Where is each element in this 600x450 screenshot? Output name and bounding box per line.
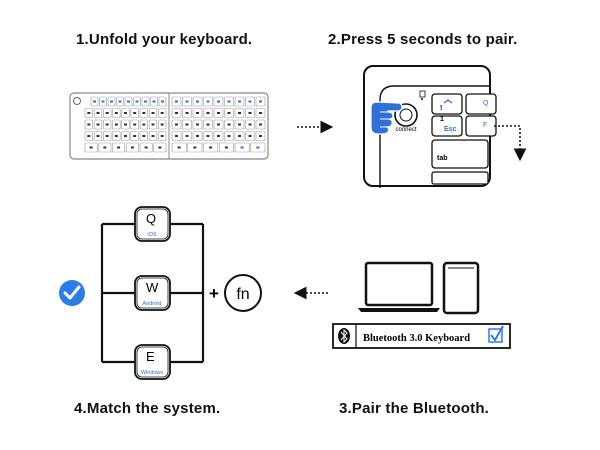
fn-key[interactable]: fn xyxy=(224,274,262,312)
system-os-label: Android xyxy=(143,301,162,307)
plus-sign: + xyxy=(209,284,219,303)
system-bracket xyxy=(100,222,205,364)
fn-key-label: fn xyxy=(236,286,249,303)
tablet-icon xyxy=(442,261,480,315)
step-3-title: 3.Pair the Bluetooth. xyxy=(339,400,490,417)
system-key-letter: Q xyxy=(146,211,156,226)
bluetooth-device-entry[interactable] xyxy=(332,323,511,349)
connect-label: connect xyxy=(395,127,416,133)
bluetooth-device-name: Bluetooth 3.0 Keyboard xyxy=(363,333,470,344)
system-key-letter: E xyxy=(146,349,155,364)
system-key-android[interactable]: W Android xyxy=(134,275,171,311)
step-1-title: 1.Unfold your keyboard. xyxy=(76,31,253,48)
system-os-label: iOS xyxy=(147,232,157,238)
bluetooth-icon xyxy=(338,328,350,344)
arrow-to-step-3 xyxy=(494,125,527,162)
pointing-hand-icon xyxy=(370,101,403,135)
check-circle-icon xyxy=(59,280,85,306)
bluetooth-checkbox[interactable] xyxy=(488,325,504,343)
laptop-icon xyxy=(358,261,440,312)
system-os-label: Windows xyxy=(141,370,164,376)
tab-key-label: tab xyxy=(437,155,448,162)
q-key-label: Q xyxy=(483,100,489,107)
one-key-label: 1 xyxy=(440,116,444,123)
step-4-title: 4.Match the system. xyxy=(74,400,221,417)
exclaim-key-label: ! xyxy=(440,105,442,112)
system-key-letter: W xyxy=(146,280,159,295)
system-key-windows[interactable]: E Windows xyxy=(134,344,171,380)
folding-keyboard-illustration xyxy=(69,92,269,160)
f-key-label: F xyxy=(483,122,487,129)
step-2-title: 2.Press 5 seconds to pair. xyxy=(328,31,518,48)
esc-key-label: Esc xyxy=(444,126,457,133)
